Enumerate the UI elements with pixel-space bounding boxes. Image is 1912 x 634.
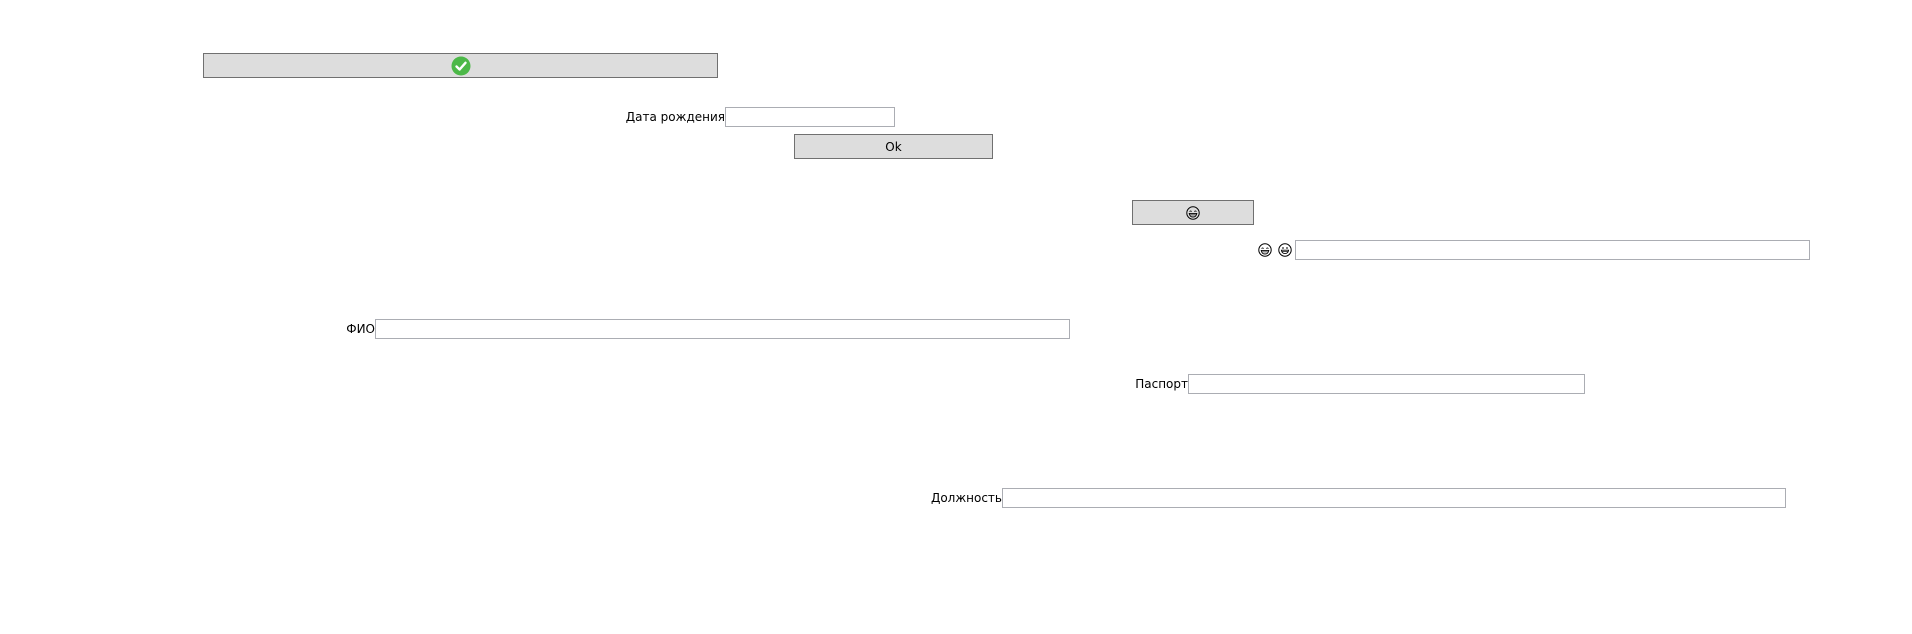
position-field[interactable] [1002,488,1786,508]
check-circle-icon [451,56,471,76]
fio-label: ФИО [346,322,375,336]
confirm-button[interactable] [203,53,718,78]
passport-field[interactable] [1188,374,1585,394]
emoji-field[interactable] [1295,240,1810,260]
fio-field[interactable] [375,319,1070,339]
position-label: Должность [930,491,1002,505]
grinning-face-icon [1186,205,1200,220]
emoji-button[interactable] [1132,200,1254,225]
passport-label: Паспорт [1135,377,1188,391]
birth-date-label: Дата рождения [625,110,725,124]
ok-button[interactable]: Ok [794,134,993,159]
grinning-face-icon [1258,243,1272,257]
smiling-face-icon [1278,243,1292,257]
birth-date-field[interactable] [725,107,895,127]
